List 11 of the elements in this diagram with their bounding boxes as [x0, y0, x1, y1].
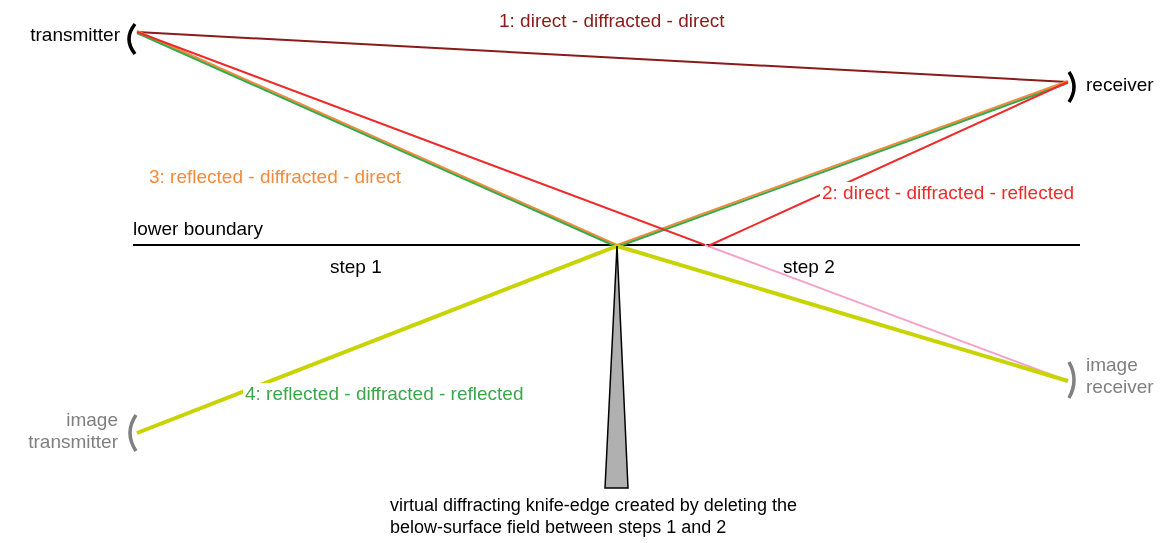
antenna-label: image receiver	[1086, 354, 1155, 398]
text-label: step 2	[783, 256, 835, 278]
caption-text: virtual diffracting knife-edge created by deleting the below-surface field between steps 1 and 2	[390, 494, 798, 538]
text-label: step 1	[330, 256, 382, 278]
antenna-label: transmitter	[29, 24, 120, 46]
ray-line	[707, 81, 1069, 247]
ray-line	[136, 244, 618, 435]
antenna-label: receiver	[1086, 74, 1154, 96]
ray-line	[616, 244, 1069, 383]
text-label: lower boundary	[133, 218, 263, 240]
antenna-label: image transmitter	[27, 409, 118, 453]
